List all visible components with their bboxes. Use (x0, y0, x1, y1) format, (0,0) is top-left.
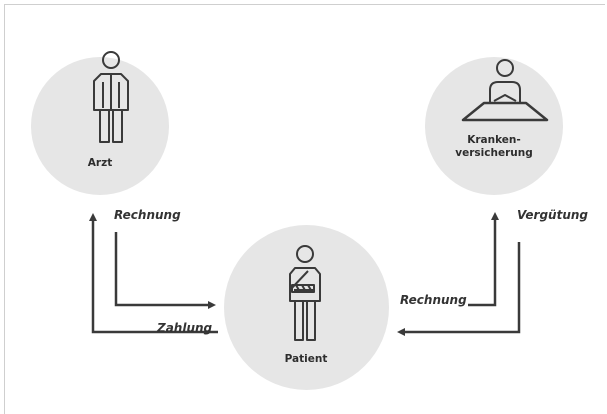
patient-label: Patient (284, 353, 328, 365)
insurance-refund-label: Vergütung (517, 208, 589, 222)
patient-invoice-label: Rechnung (400, 293, 467, 307)
diagram-frame (4, 4, 605, 414)
insurance-label: Kranken- versicherung (454, 134, 534, 160)
doctor-label: Arzt (87, 157, 113, 169)
insurance-label-line2: versicherung (455, 147, 533, 159)
insurance-node (425, 57, 563, 195)
patient-icon (289, 245, 321, 341)
invoice-arrow-doctor-to-patient (114, 232, 216, 309)
payment-arrow-patient-to-doctor (89, 213, 218, 334)
insurance-label-line1: Kranken- (467, 134, 521, 146)
insurance-clerk-icon (461, 59, 549, 122)
doctor-icon (93, 51, 129, 143)
invoice-arrow-patient-to-insurance (468, 212, 499, 307)
patient-payment-label: Zahlung (157, 321, 213, 335)
doctor-invoice-label: Rechnung (114, 208, 181, 222)
refund-arrow-insurance-to-patient (397, 242, 521, 336)
